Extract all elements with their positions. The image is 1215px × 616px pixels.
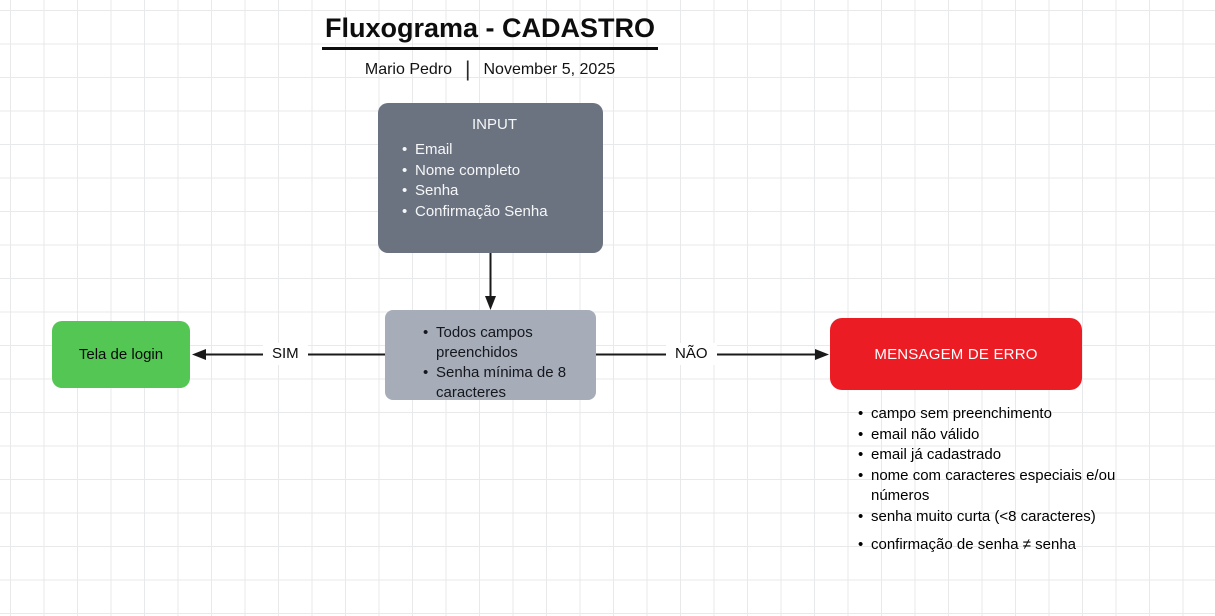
decision-node-list: Todos campos preenchidos Senha mínima de… [423,323,584,403]
input-list-item: Nome completo [402,161,587,182]
node-error-message[interactable]: MENSAGEM DE ERRO [830,318,1082,390]
diagram-subtitle: Mario Pedro | November 5, 2025 [0,59,980,80]
arrow-input-to-decision [485,253,496,310]
separator-bar: | [465,58,471,81]
edge-label-no: NÃO [666,343,717,365]
error-reason-item: confirmação de senha ≠ senha [858,535,1158,556]
login-node-label: Tela de login [78,346,164,363]
error-reason-item: campo sem preenchimento [858,404,1158,425]
decision-list-item: Senha mínima de 8 caracteres [423,363,584,403]
error-node-label: MENSAGEM DE ERRO [874,345,1038,363]
diagram-title: Fluxograma - CADASTRO [321,13,659,50]
node-login-screen[interactable]: Tela de login [52,321,190,388]
date-text: November 5, 2025 [483,60,616,78]
error-reason-item: email já cadastrado [858,445,1158,466]
decision-list-item: Todos campos preenchidos [423,323,584,363]
input-node-list: Email Nome completo Senha Confirmação Se… [402,140,587,222]
input-node-title: INPUT [472,116,517,133]
error-reason-item: senha muito curta (<8 caracteres) [858,507,1158,528]
input-list-item: Email [402,140,587,161]
error-reason-item: email não válido [858,425,1158,446]
error-reasons-list: campo sem preenchimento email não válido… [858,404,1158,556]
author-name: Mario Pedro [364,60,453,78]
edge-label-yes: SIM [263,343,308,365]
input-list-item: Confirmação Senha [402,202,587,223]
diagram-header: Fluxograma - CADASTRO Mario Pedro | Nove… [0,0,980,80]
node-validation-decision[interactable]: Todos campos preenchidos Senha mínima de… [385,310,596,403]
input-list-item: Senha [402,181,587,202]
error-reason-item: nome com caracteres especiais e/ou númer… [858,466,1158,507]
node-input[interactable]: INPUT Email Nome completo Senha Confirma… [378,103,603,253]
